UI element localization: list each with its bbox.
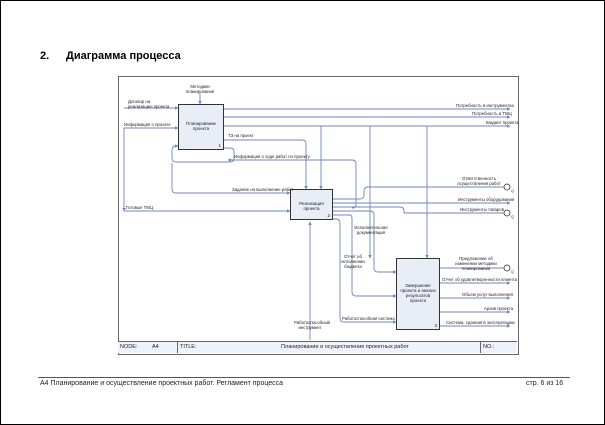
label-out-returned: Инструменты товаров xyxy=(460,207,504,212)
label-out-tmc-need: Потребность в ТМЦ xyxy=(472,111,512,116)
label-task-work: Задание на выполнение работ xyxy=(232,187,294,192)
label-out-tools-need: Потребность в инструментах xyxy=(456,103,514,108)
tunnel-icon xyxy=(503,209,511,217)
activity-title: Завершение проекта и анализ результатов … xyxy=(400,283,436,303)
arrow-workforce-system xyxy=(333,218,397,324)
arrow-work-progress-info xyxy=(227,158,357,209)
arrow-exec-docs xyxy=(333,210,397,274)
label-out-equipment: Инструменты оборудования xyxy=(458,197,515,202)
arrow-feedback-loop xyxy=(171,144,235,163)
footer-document-title: A4 Планирование и осуществление проектны… xyxy=(40,380,284,387)
label-input-contract: Договор на реализацию проекта xyxy=(128,99,170,109)
label-out-report: Отчет об удовлетворенности клиента xyxy=(442,277,517,282)
arrow-out-returned xyxy=(333,206,511,215)
title-value: Планирование и осуществление проектных р… xyxy=(208,342,481,353)
section-title: Диаграмма процесса xyxy=(66,50,181,62)
title-label: TITLE: xyxy=(180,344,197,350)
node-label: NODE: xyxy=(120,344,138,350)
label-out-system: Система, сданная в эксплуатацию xyxy=(446,320,515,325)
label-exec-docs: Исполнительная документация xyxy=(354,225,388,235)
arrow-out-responsible xyxy=(333,185,511,200)
activity-number: 1 xyxy=(218,143,221,148)
title-block: NODE: A4 TITLE: Планирование и осуществл… xyxy=(118,341,517,353)
label-budget-report: Отчет об исполнении бюджета xyxy=(341,254,365,269)
activity-box-implementation[interactable]: Реализация проекта 2 xyxy=(290,189,333,220)
label-out-closing-docs: Объем услуг выполнения xyxy=(462,292,513,297)
tunnel-code: Q xyxy=(511,270,514,274)
label-tz-project: ТЗ на проект xyxy=(228,133,254,138)
label-out-responsible: Ответственность осуществления работ xyxy=(457,176,501,186)
activity-number: 2 xyxy=(327,213,330,218)
tunnel-code: Q xyxy=(511,215,514,219)
activity-title: Планирование проекта xyxy=(186,121,216,131)
label-input-ready-tmc: Готовые ТМЦ xyxy=(126,205,153,210)
no-label: NO.: xyxy=(483,344,495,350)
label-input-project-info: Информация о проекте xyxy=(124,122,171,127)
arrow-budget-report xyxy=(333,214,397,298)
tunnel-code: Q xyxy=(511,189,514,193)
tunnel-icon xyxy=(503,264,511,272)
label-work-progress-info: Информация о ходе работ по проекту xyxy=(234,154,310,159)
label-workforce-mech: Работоспособный инструмент xyxy=(294,320,330,330)
tunnel-icon xyxy=(503,183,511,191)
footer-page-number: стр. 6 из 16 xyxy=(526,380,564,387)
label-control-methods: Методики планирования xyxy=(185,84,215,94)
node-value: A4 xyxy=(150,342,178,353)
activity-number: 3 xyxy=(434,323,437,328)
arrow-tz-project xyxy=(224,139,308,190)
section-number: 2. xyxy=(40,50,50,62)
activity-box-planning[interactable]: Планирование проекта 1 xyxy=(178,104,224,150)
footer-divider xyxy=(38,377,570,378)
label-workforce-system: Работоспособная система xyxy=(342,316,395,321)
label-out-budget: Бюджет проекта xyxy=(486,120,519,125)
activity-box-completion[interactable]: Завершение проекта и анализ результатов … xyxy=(396,258,440,330)
arrow-task-work xyxy=(171,163,291,195)
activity-title: Реализация проекта xyxy=(299,201,324,211)
label-out-archive: Архив проекта xyxy=(484,306,513,311)
label-out-proposal: Предложение об изменении методики планир… xyxy=(455,256,497,271)
